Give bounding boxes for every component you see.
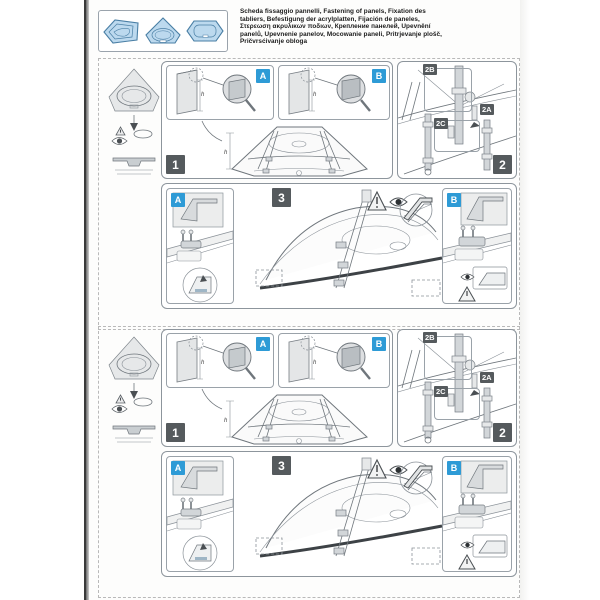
label-2c-lower: 2C: [434, 386, 448, 397]
step-3-center-drawing-upper: [255, 189, 443, 297]
tub-cross-section-icon: [112, 425, 156, 443]
dimension-label-h-a-upper: h: [201, 92, 205, 98]
overview-column-lower: [103, 331, 165, 451]
hexagonal-tub-icon: [185, 18, 225, 44]
step-1-frame-drawing-upper: [201, 120, 368, 177]
corner-tub-asymmetric-icon: [101, 16, 141, 46]
warning-triangle-icon: [115, 394, 126, 404]
step-1-card-lower: h A h B: [161, 329, 393, 447]
badge-b-step3-upper: B: [447, 193, 461, 207]
label-2a-lower: 2A: [480, 372, 494, 383]
label-2c-upper: 2C: [434, 118, 448, 129]
sheet-header: Scheda fissaggio pannelli, Fastening of …: [98, 8, 516, 54]
dimension-label-h-a-lower: h: [201, 360, 205, 366]
dimension-label-h-frame-upper: h: [224, 150, 228, 156]
step-2-card-lower: 2B 2A 2C 2: [397, 329, 517, 447]
step-2-badge-lower: 2: [493, 423, 512, 442]
instruction-half-upper: h A h B: [98, 58, 520, 330]
step-3-card-lower: A: [161, 451, 517, 577]
step-1-frame-drawing-lower: [201, 388, 368, 445]
step-3-left-detail-lower: A: [166, 456, 234, 572]
detail-2c-box-lower: [434, 388, 480, 420]
dimension-label-h-b-lower: h: [313, 360, 317, 366]
step-3-badge-upper: 3: [272, 188, 291, 207]
step-1-card-upper: h A h B: [161, 61, 393, 179]
title-line-5: Pričvrsćivanje obloga: [240, 38, 308, 46]
step-3-warning-group-upper: [367, 190, 433, 227]
tub-cross-section-icon: [112, 157, 156, 175]
label-2a-upper: 2A: [480, 104, 494, 115]
step-2-drawing-upper: [398, 65, 516, 176]
badge-a-step3-lower: A: [171, 461, 185, 475]
page-right-shadow: [520, 0, 530, 600]
step-3-right-detail-lower: B: [442, 456, 512, 572]
badge-a-lower: A: [256, 337, 270, 351]
step-3-warning-group-lower: [367, 458, 433, 495]
warning-triangle-icon: [115, 126, 126, 136]
badge-b-lower: B: [372, 337, 386, 351]
eye-inspect-icon: [111, 405, 128, 413]
page-title: Scheda fissaggio pannelli, Fastening of …: [240, 8, 516, 46]
corner-tub-top-view: [108, 336, 160, 399]
title-line-4: panelů, Upevnenie panelov, Mocowanie pan…: [240, 30, 442, 38]
instruction-half-lower: h A h B: [98, 326, 520, 598]
detail-2b-box-lower: [424, 336, 472, 380]
corner-tub-top-view: [108, 68, 160, 131]
title-line-2: tabliers, Befestigung der acrylplatten, …: [240, 15, 420, 23]
step-3-right-detail-upper: B: [442, 188, 512, 304]
badge-a-step3-upper: A: [171, 193, 185, 207]
detail-a-box-lower: h A: [166, 333, 274, 388]
step-3-left-detail-upper: A: [166, 188, 234, 304]
step-2-badge-upper: 2: [493, 155, 512, 174]
step-3-card-upper: A: [161, 183, 517, 309]
corner-tub-symmetric-icon: [144, 16, 182, 46]
badge-b-upper: B: [372, 69, 386, 83]
step-1-badge-lower: 1: [166, 423, 185, 442]
step-3-center-drawing-lower: [255, 457, 443, 565]
dimension-label-h-b-upper: h: [313, 92, 317, 98]
tub-shape-legend: [98, 10, 228, 52]
step-1-badge-upper: 1: [166, 155, 185, 174]
detail-b-box-lower: h B: [278, 333, 390, 388]
eye-inspect-icon: [111, 137, 128, 145]
badge-b-step3-lower: B: [447, 461, 461, 475]
detail-2c-box-upper: [434, 120, 480, 152]
step-3-badge-lower: 3: [272, 456, 291, 475]
title-line-3: Στερεωση ακρυλικων ποδιων, Крепление пан…: [240, 23, 431, 31]
detail-b-box-upper: h B: [278, 65, 390, 120]
step-2-card-upper: 2B 2A 2C 2: [397, 61, 517, 179]
label-2b-lower: 2B: [423, 332, 437, 343]
label-2b-upper: 2B: [423, 64, 437, 75]
detail-2b-box-upper: [424, 68, 472, 112]
badge-a-upper: A: [256, 69, 270, 83]
gasket-ellipse-icon: [133, 129, 153, 139]
gasket-ellipse-icon: [133, 397, 153, 407]
title-line-1: Scheda fissaggio pannelli, Fastening of …: [240, 8, 426, 15]
detail-a-box-upper: h A: [166, 65, 274, 120]
dimension-label-h-frame-lower: h: [224, 418, 228, 424]
overview-column-upper: [103, 63, 165, 183]
